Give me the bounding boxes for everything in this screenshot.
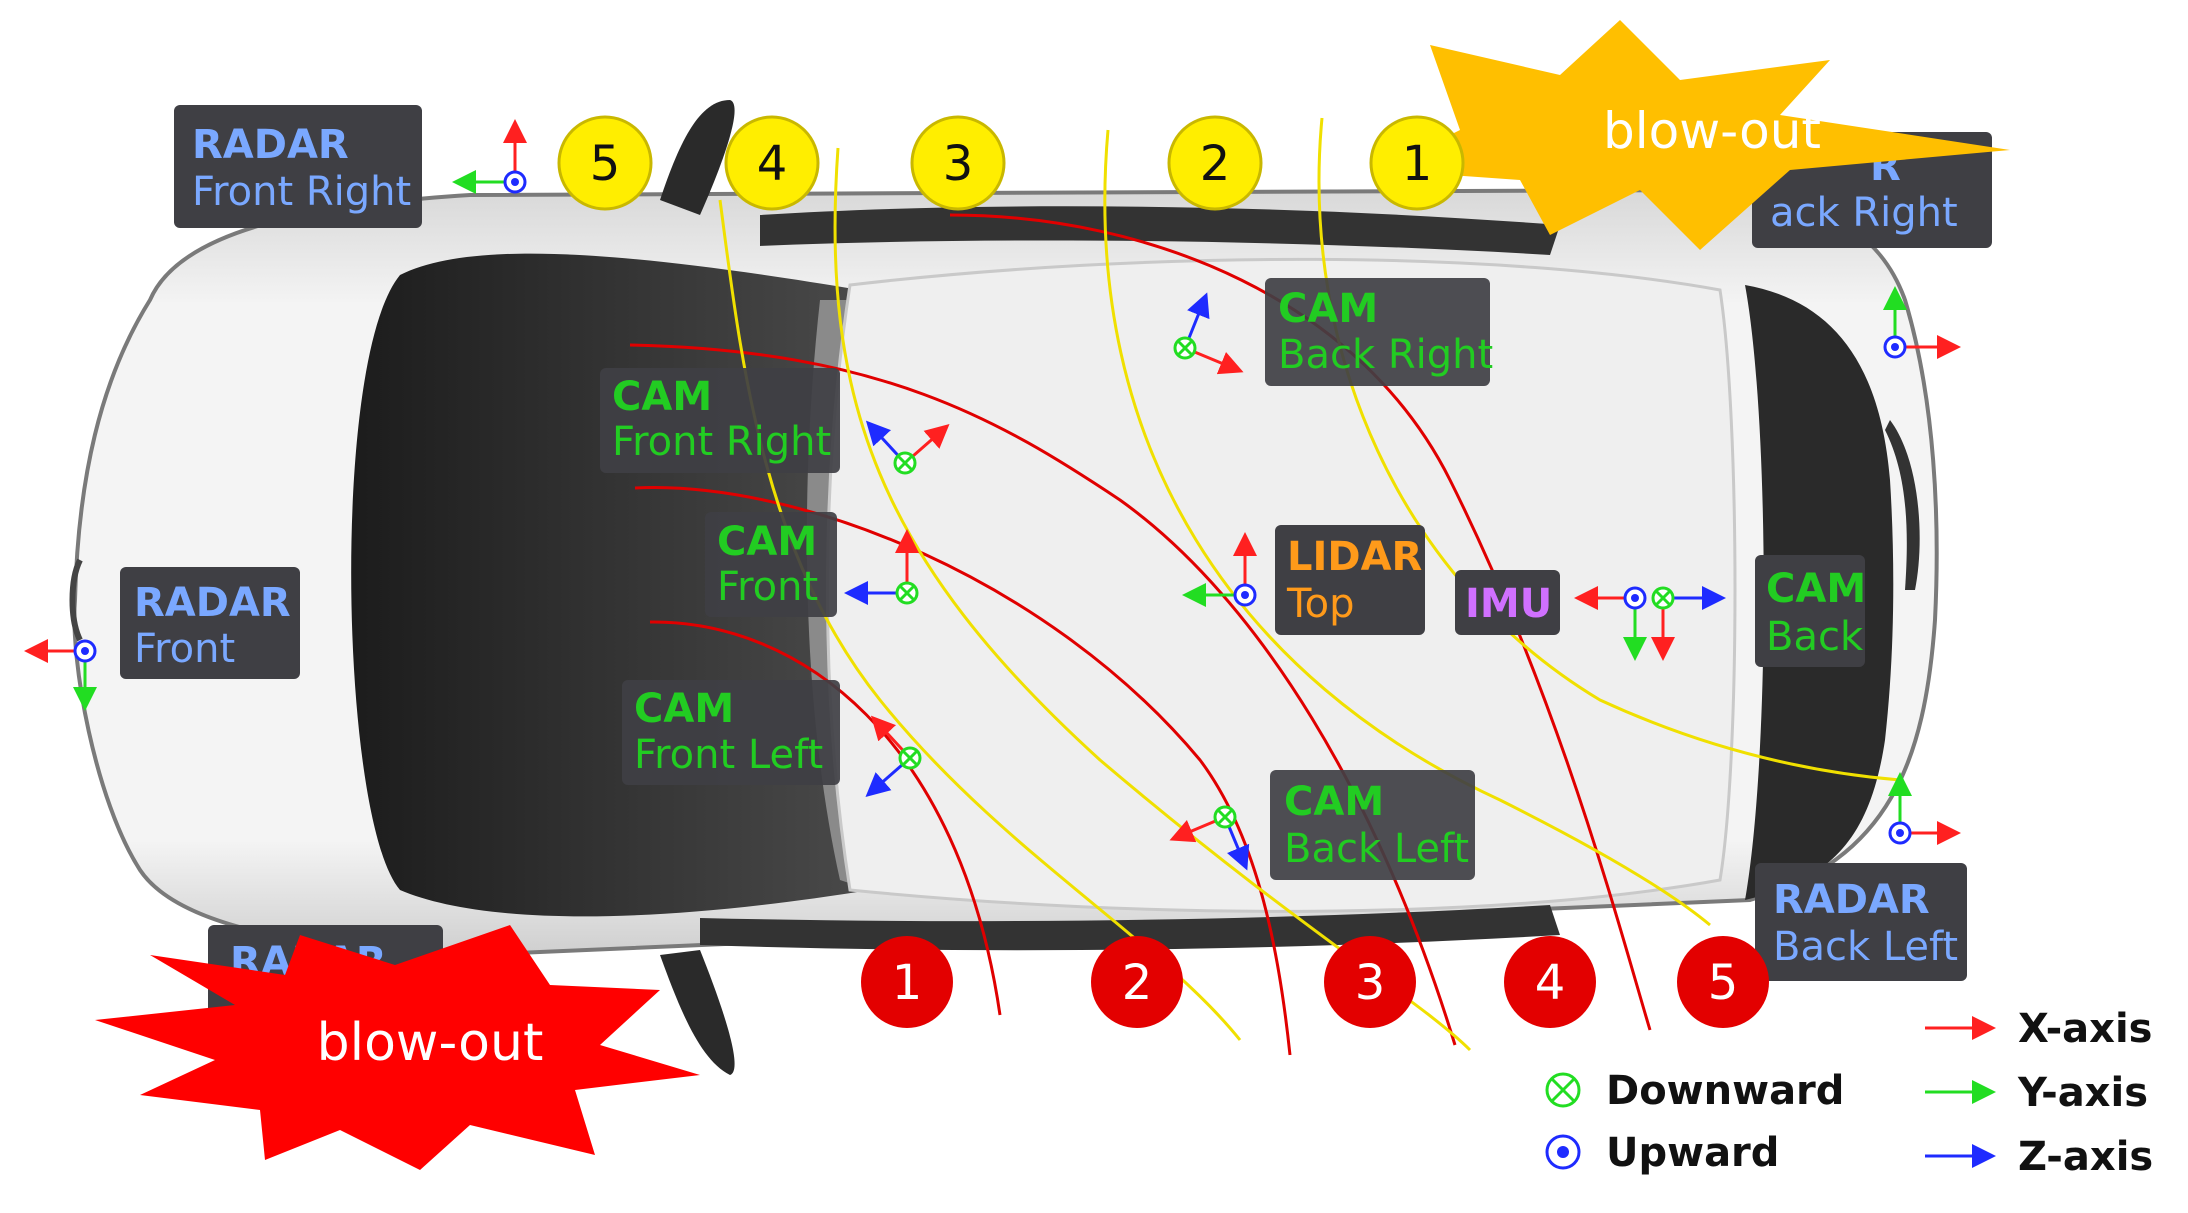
legend: Downward Upward X-axis Y-axis Z-axis xyxy=(1545,1006,2153,1180)
sensor-type: IMU xyxy=(1465,581,1552,627)
sensor-type: CAM xyxy=(612,374,712,420)
axis-glyphs xyxy=(24,119,1961,871)
sensor-type: CAM xyxy=(1278,286,1378,332)
lidar-top-axes xyxy=(1182,532,1257,607)
sensor-position: Back Left xyxy=(1284,826,1469,872)
sensor-position: Back Right xyxy=(1278,332,1493,378)
red-badge-number: 5 xyxy=(1708,955,1739,1011)
sensor-type: CAM xyxy=(634,686,734,732)
sensor-position: ack Right xyxy=(1770,190,1958,236)
red-badge: 1 xyxy=(861,936,953,1028)
sensor-type: CAM xyxy=(717,519,817,565)
cam-front-label: CAM Front xyxy=(705,512,837,617)
yellow-badge-circle xyxy=(557,115,653,211)
left-mirror xyxy=(660,950,735,1075)
blowout-bottom: blow-out xyxy=(95,925,700,1170)
yellow-badge-number: 1 xyxy=(1402,136,1433,192)
cam-back-left-label: CAM Back Left xyxy=(1270,770,1475,880)
sensor-type: CAM xyxy=(1766,566,1866,612)
lidar-top-label: LIDAR Top xyxy=(1275,525,1425,635)
radar-front-axes xyxy=(24,639,97,711)
yellow-badge-number: 2 xyxy=(1200,136,1231,192)
legend-y-axis: Y-axis xyxy=(1925,1070,2148,1116)
cam-front-right-axes xyxy=(865,420,950,475)
sensor-position: Front Right xyxy=(612,419,831,465)
red-badge-circle xyxy=(861,936,953,1028)
legend-downward: Downward xyxy=(1545,1068,1844,1114)
blowout-label: blow-out xyxy=(317,1013,544,1073)
sensor-position: Top xyxy=(1286,581,1355,627)
yellow-badge-number: 5 xyxy=(590,136,621,192)
sensor-position: Front xyxy=(717,564,818,610)
legend-downward-label: Downward xyxy=(1606,1068,1844,1114)
blowout-label: blow-out xyxy=(1603,102,1821,160)
right-side-windows xyxy=(760,206,1560,255)
cam-back-right-axes xyxy=(1173,292,1244,375)
right-mirror xyxy=(660,100,735,215)
radar-front-label: RADAR Front xyxy=(120,567,300,679)
yellow-badge-circle xyxy=(1167,115,1263,211)
red-badge-circle xyxy=(1091,936,1183,1028)
yellow-badge-circle xyxy=(910,115,1006,211)
yellow-badge: 3 xyxy=(910,115,1006,211)
red-badge: 3 xyxy=(1324,936,1416,1028)
legend-y-label: Y-axis xyxy=(2017,1070,2148,1116)
sensor-type: LIDAR xyxy=(1287,534,1422,580)
yellow-badge-circle xyxy=(724,115,820,211)
red-badge-number: 1 xyxy=(892,955,923,1011)
cam-back-label: CAM Back xyxy=(1755,555,1866,667)
yellow-badge: 2 xyxy=(1167,115,1263,211)
yellow-badges: 5 4 3 2 1 xyxy=(557,115,1465,211)
cam-front-right-label: CAM Front Right xyxy=(600,368,840,473)
sensor-position: Back xyxy=(1766,614,1864,660)
red-badge-number: 3 xyxy=(1355,955,1386,1011)
radar-back-left-axes xyxy=(1888,772,1961,845)
sensor-position: Front Right xyxy=(192,169,411,215)
sensor-position: Back Left xyxy=(1773,924,1958,970)
radar-front-right-axes xyxy=(452,119,527,194)
legend-upward: Upward xyxy=(1545,1130,1779,1176)
yellow-badge-circle xyxy=(1369,115,1465,211)
red-badge: 5 xyxy=(1677,936,1769,1028)
cam-front-left-label: CAM Front Left xyxy=(622,680,840,785)
yellow-badge: 1 xyxy=(1369,115,1465,211)
yellow-badge-number: 3 xyxy=(943,136,974,192)
red-badge-circle xyxy=(1504,936,1596,1028)
cam-back-right-label: CAM Back Right xyxy=(1265,278,1493,386)
sensor-type: RADAR xyxy=(134,580,291,626)
radar-back-right-axes xyxy=(1883,286,1961,359)
cam-front-axes xyxy=(844,529,919,605)
legend-upward-label: Upward xyxy=(1606,1130,1779,1176)
red-badge-number: 2 xyxy=(1122,955,1153,1011)
imu-label: IMU xyxy=(1455,570,1560,635)
red-badge-circle xyxy=(1677,936,1769,1028)
cam-front-left-axes xyxy=(865,715,922,797)
red-badge-number: 4 xyxy=(1535,955,1566,1011)
red-badges: 1 2 3 4 5 xyxy=(861,936,1769,1028)
sensor-position: Front xyxy=(134,626,235,672)
legend-z-label: Z-axis xyxy=(2018,1134,2153,1180)
blowout-top: blow-out xyxy=(1380,20,2010,250)
legend-x-label: X-axis xyxy=(2018,1006,2153,1052)
yellow-badge-number: 4 xyxy=(757,136,788,192)
sensor-type: CAM xyxy=(1284,779,1384,825)
yellow-badge: 5 xyxy=(557,115,653,211)
sensor-type: RADAR xyxy=(1773,877,1930,923)
sensor-type: RADAR xyxy=(192,122,349,168)
radar-front-right-label: RADAR Front Right xyxy=(174,105,422,228)
red-badge: 4 xyxy=(1504,936,1596,1028)
red-badge-circle xyxy=(1324,936,1416,1028)
red-badge: 2 xyxy=(1091,936,1183,1028)
legend-x-axis: X-axis xyxy=(1925,1006,2153,1052)
yellow-badge: 4 xyxy=(724,115,820,211)
radar-back-left-label: RADAR Back Left xyxy=(1755,863,1967,981)
legend-z-axis: Z-axis xyxy=(1925,1134,2153,1180)
imu-axes xyxy=(1574,586,1726,661)
cam-back-left-axes xyxy=(1169,805,1250,871)
sensor-position: Front Left xyxy=(634,732,823,778)
